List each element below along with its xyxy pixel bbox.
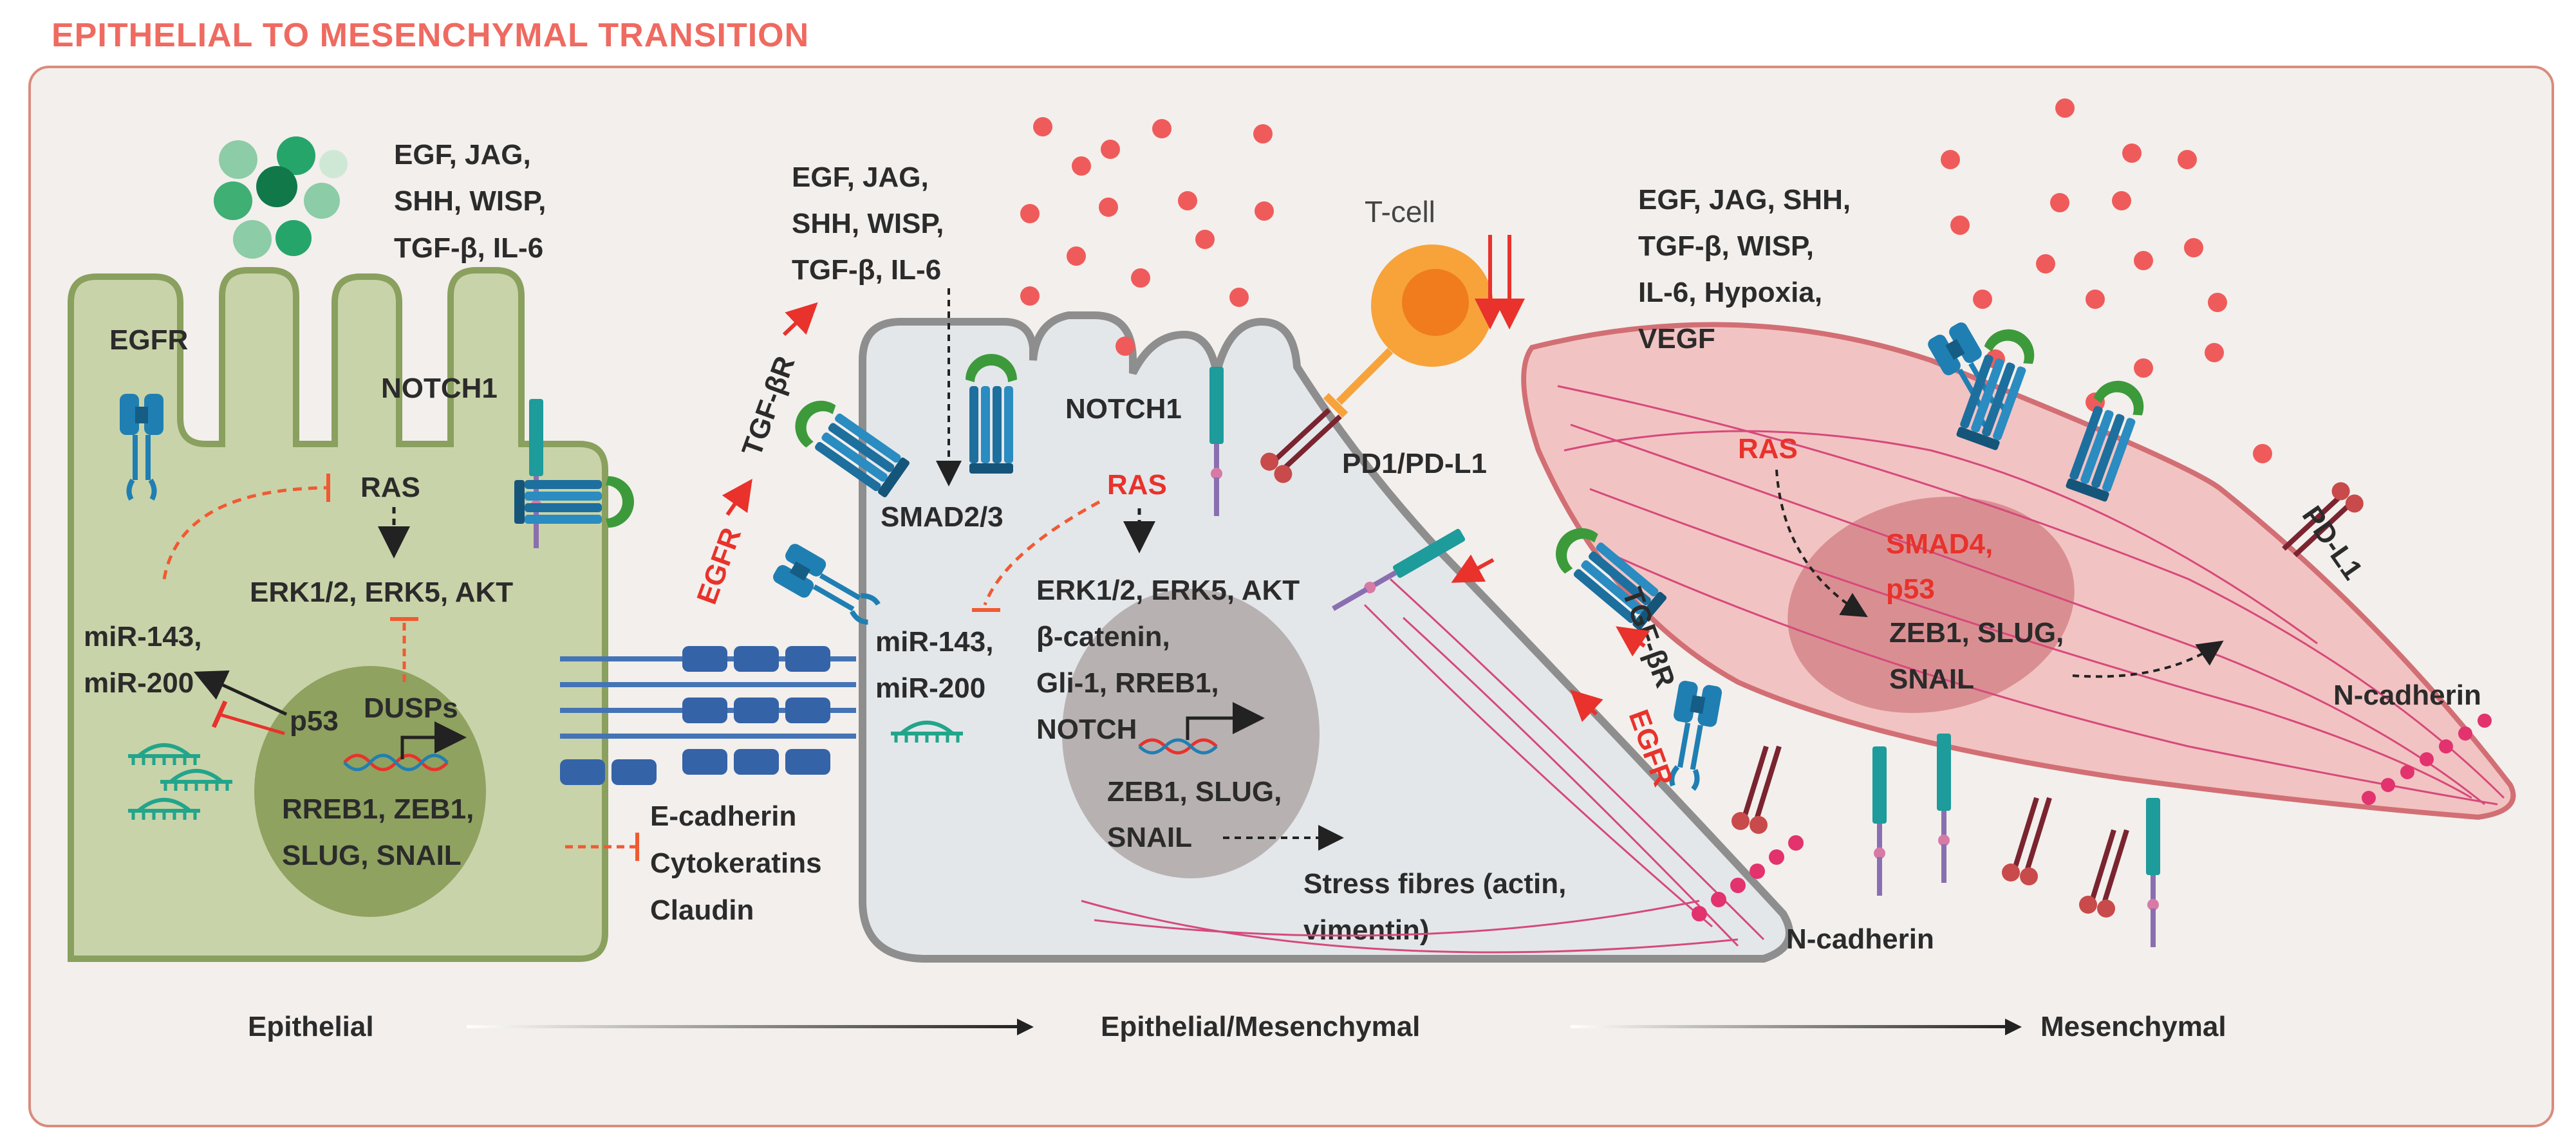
green-ligand-dots [214,136,348,259]
ligand-line: VEGF [1638,323,1715,355]
erk-label: ERK1/2, ERK5, AKT [250,577,513,608]
ligand-line: TGF-β, WISP, [1638,230,1814,262]
intermediate-nucleus [1062,589,1320,878]
cell-junctions [560,646,856,785]
ncadherin-beads-icon [2362,714,2492,805]
downregulation-arrow-icon [1616,626,1650,657]
ligand-line: EGF, JAG, [394,139,531,171]
notch1-label: NOTCH1 [381,373,498,404]
stage-arrowhead [2005,1019,2022,1035]
ncadherin-right-label: N-cadherin [2333,679,2481,711]
activation-arrow [193,670,288,716]
target-genes-label: ZEB1, SLUG, [1107,776,1282,808]
ras-label: RAS [1107,469,1167,501]
mesenchymal-ligands: EGF, JAG, SHH, TGF-β, WISP, IL-6, Hypoxi… [1638,184,1851,355]
tcell-label: T-cell [1365,195,1435,228]
dusps-label: DUSPs [364,692,458,724]
stress-fibres-label: Stress fibres (actin, [1303,868,1566,900]
pd1-pdl1-label: PD1/PD-L1 [1342,448,1487,479]
ligand-line: SHH, WISP, [792,208,944,239]
actin-fibres [1081,578,1765,954]
epithelial-nucleus [254,666,486,917]
erk-line: ERK1/2, ERK5, AKT [1036,575,1300,606]
target-genes-label: ZEB1, SLUG, [1889,617,2064,649]
ligand-line: EGF, JAG, [792,162,929,193]
dna-icon [343,753,449,772]
ncadherin-bottom-label: N-cadherin [1786,923,1934,955]
inhibition-line [983,500,1101,605]
upregulation-arrow-icon [782,302,818,337]
erk-line: β-catenin, [1036,621,1170,652]
ligand-line: TGF-β, IL-6 [792,254,941,286]
activation-arrow [2072,640,2224,678]
intermediate-ligands: EGF, JAG, SHH, WISP, TGF-β, IL-6 [792,162,944,286]
activation-arrow [1775,469,1868,618]
p53-label: p53 [290,705,339,737]
adhesion-label: Cytokeratins [650,847,822,879]
ligand-line: IL-6, Hypoxia, [1638,277,1822,308]
actin-fibres [1557,385,2505,806]
upregulation-arrow-icon [722,479,752,516]
ligand-line: TGF-β, IL-6 [394,232,543,264]
mir-label: miR-200 [875,672,985,704]
target-genes-label: SLUG, SNAIL [282,840,462,871]
ncadherin-beads-icon [1692,835,1804,921]
smad-label: p53 [1886,573,1935,605]
ligand-line: EGF, JAG, SHH, [1638,184,1851,216]
adhesion-label: Claudin [650,894,754,926]
target-genes-label: SNAIL [1889,663,1974,695]
dna-icon [1138,738,1218,755]
mesenchymal-nucleus [1787,496,2075,714]
mir-label: miR-143, [84,621,201,652]
mir-label: miR-143, [875,626,993,658]
smad-label: SMAD4, [1886,528,1993,560]
red-ligand-dots [1941,98,2272,463]
adhesion-labels: E-cadherin Cytokeratins Claudin [650,800,822,926]
stage-arrow-1 [467,1025,1020,1028]
downregulation-arrow-icon [1570,689,1603,723]
ras-label: RAS [1738,433,1798,465]
inhibition-line [162,486,329,580]
erk-line: NOTCH [1036,714,1137,745]
inhibition-bar [211,700,228,728]
stage-arrow-2 [1571,1025,2008,1028]
t-cell: T-cell [1323,195,1493,418]
dna-icon [1138,738,1218,755]
ligand-line: SHH, WISP, [394,185,546,217]
stage-label-mesenchymal: Mesenchymal [2040,1011,2226,1042]
transcription-arrow-icon [1186,702,1265,740]
ras-label: RAS [360,472,420,503]
target-genes-label: RREB1, ZEB1, [282,793,474,825]
notch1-label: NOTCH1 [1065,393,1182,425]
mir-label: miR-200 [84,667,194,699]
erk-line: Gli-1, RREB1, [1036,667,1219,699]
smad-label: SMAD2/3 [881,501,1003,533]
epithelial-ligands: EGF, JAG, SHH, WISP, TGF-β, IL-6 [394,139,546,264]
egfr-label: EGFR [109,324,188,356]
downregulation-arrow-icon [1451,554,1495,583]
stage-label-epithelial: Epithelial [248,1011,374,1042]
stage-label-intermediate: Epithelial/Mesenchymal [1101,1011,1420,1042]
target-genes-label: SNAIL [1107,822,1192,853]
inhibition-line [218,712,285,735]
intermediate-erk: ERK1/2, ERK5, AKT β-catenin, Gli-1, RREB… [1036,575,1300,745]
adhesion-label: E-cadherin [650,800,796,832]
transcription-arrow-icon [400,721,467,759]
diagram-title: EPITHELIAL TO MESENCHYMAL TRANSITION [51,17,809,54]
stage-arrowhead [1017,1019,1034,1035]
stress-fibres-label: vimentin) [1303,914,1430,946]
red-ligand-dots [1020,117,1274,356]
